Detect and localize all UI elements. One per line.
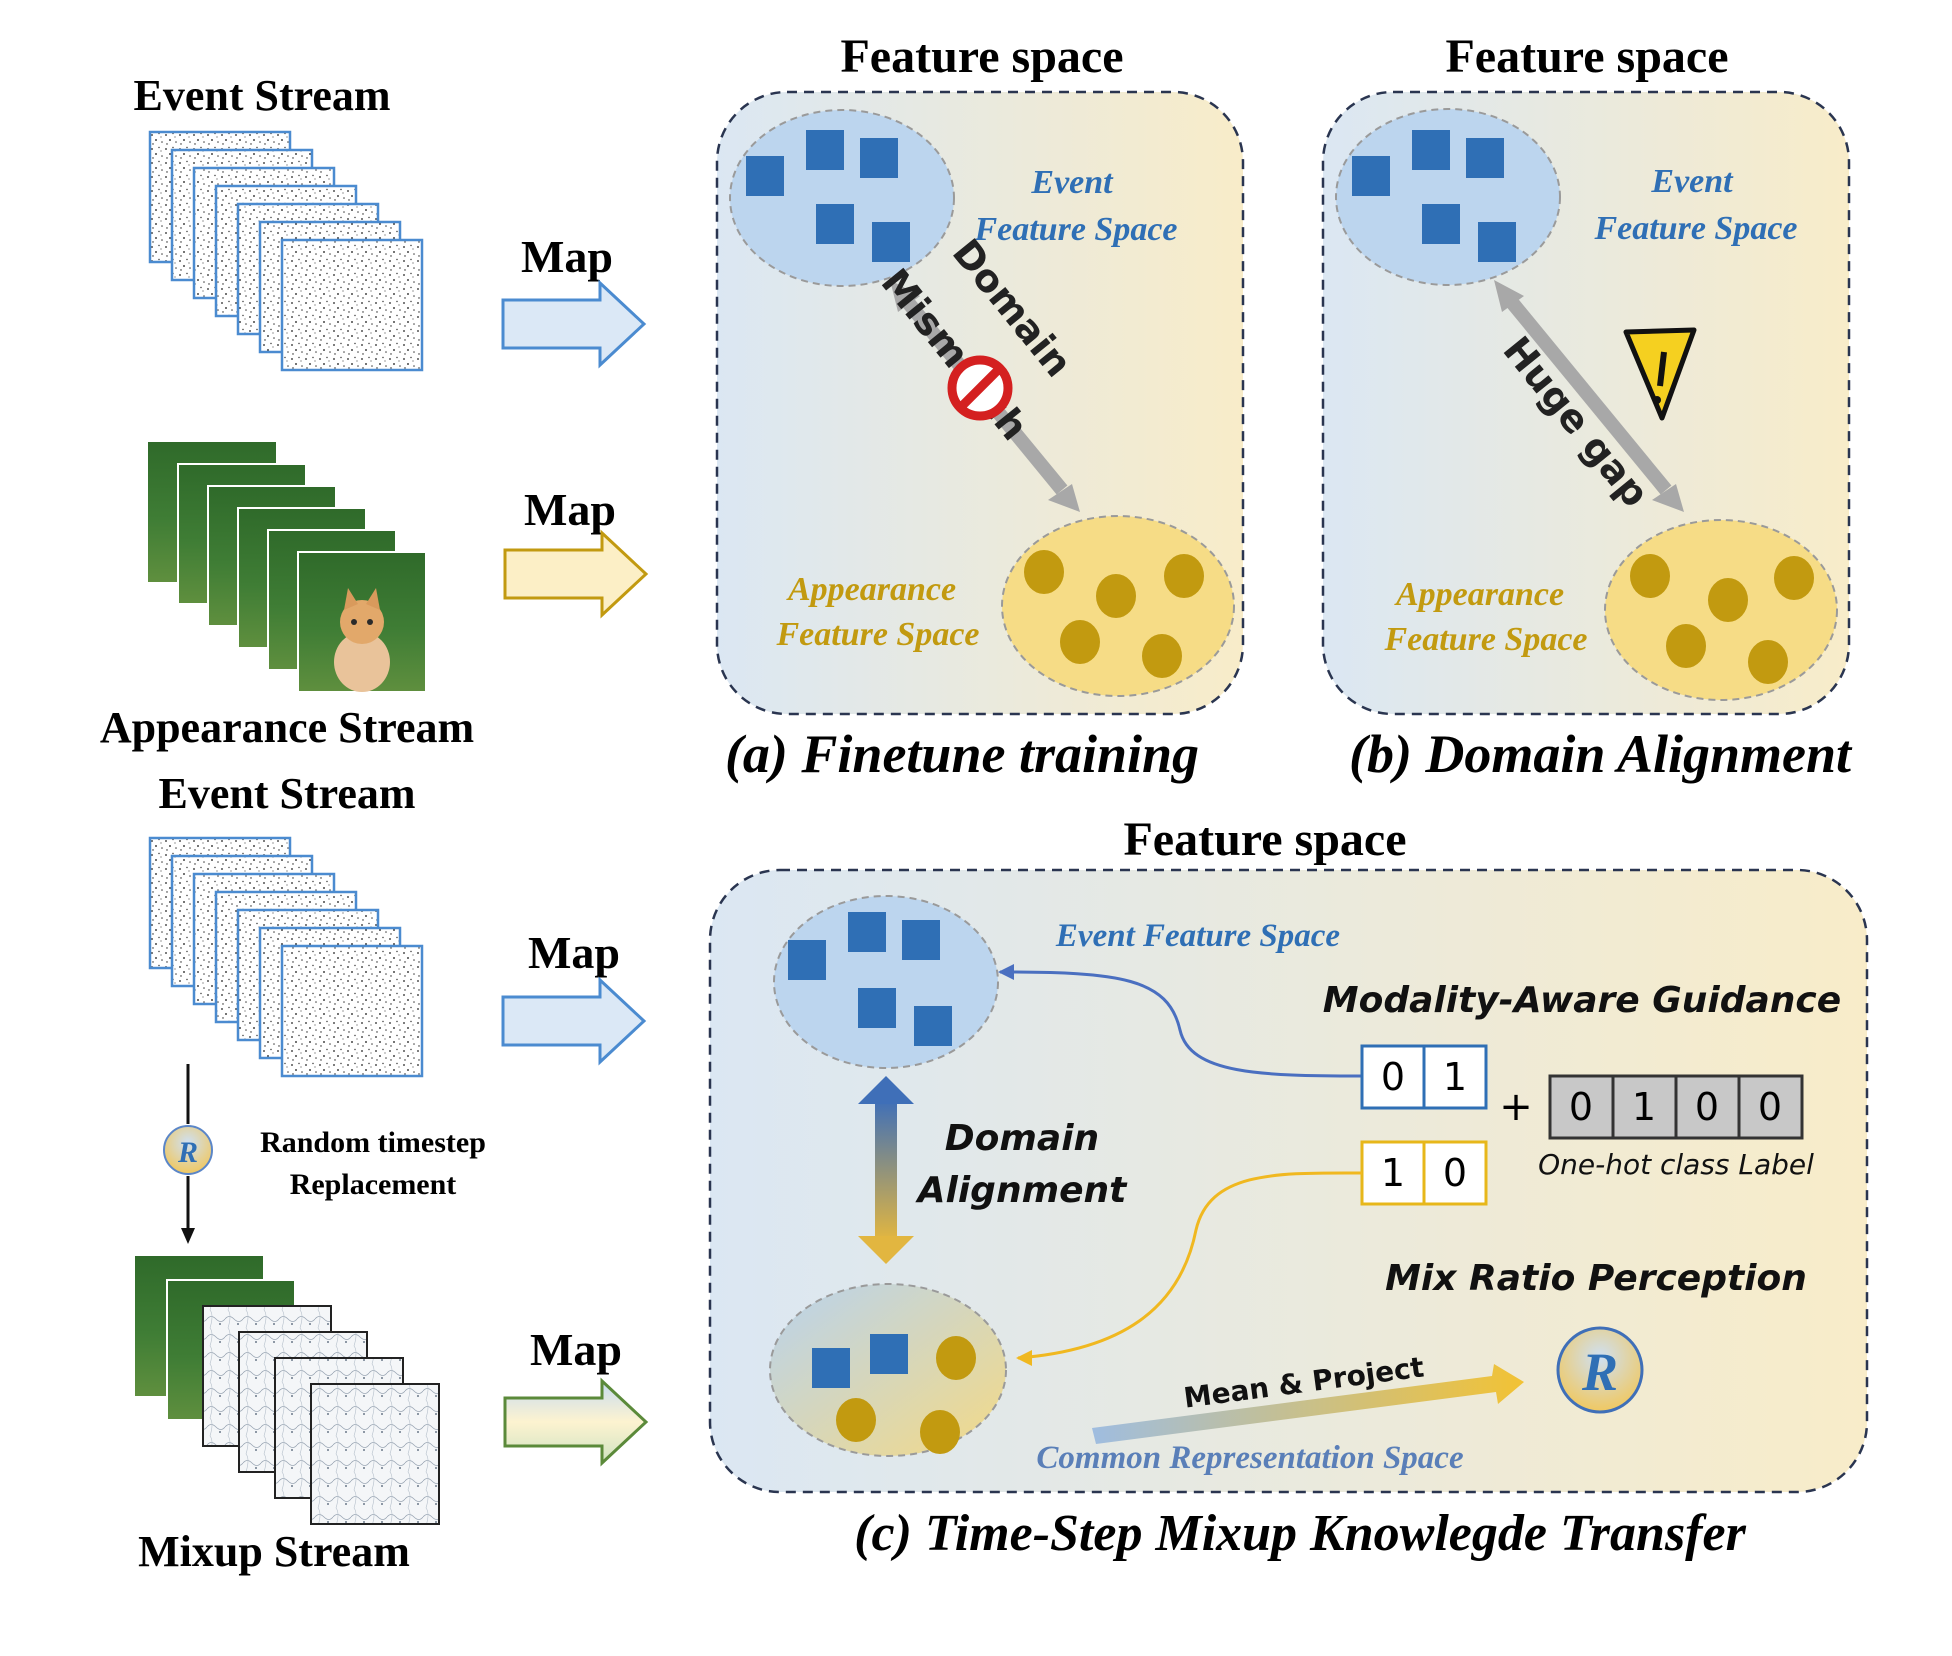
panel-b-appearance-label-2: Feature Space — [1383, 621, 1587, 658]
event-frames-bottom — [148, 836, 424, 1078]
panel-b-header: Feature space — [1445, 30, 1728, 83]
svg-text:0: 0 — [1443, 1151, 1467, 1195]
svg-text:R: R — [177, 1136, 198, 1169]
panel-b-appearance-label-1: Appearance — [1394, 576, 1564, 613]
event-code-box: 0 1 — [1360, 1044, 1488, 1110]
panel-c-header: Feature space — [1123, 813, 1406, 866]
panel-a-header: Feature space — [840, 30, 1123, 83]
kitten-icon — [334, 588, 390, 692]
guidance-event-arrowhead — [998, 964, 1014, 980]
svg-text:1: 1 — [1381, 1151, 1405, 1195]
onehot-class-label: One-hot class Label — [1538, 1148, 1814, 1181]
onehot-label-box: 0 1 0 0 — [1548, 1074, 1804, 1140]
domain-alignment-label-1: Domain — [945, 1118, 1099, 1159]
panel-b-event-label-1: Event — [1650, 163, 1734, 200]
panel-a-event-label-1: Event — [1030, 164, 1114, 201]
panel-b-caption: (b) Domain Alignment — [1349, 724, 1853, 784]
guidance-event-curve — [999, 970, 1363, 1078]
plus-sign: + — [1499, 1084, 1533, 1130]
panel-c-event-squares — [788, 912, 952, 1046]
panel-a-appearance-dots — [1024, 550, 1204, 678]
panel-a-appearance-label-2: Feature Space — [775, 616, 979, 653]
mixup-frames — [135, 1256, 440, 1525]
guidance-common-curve — [1017, 1171, 1363, 1360]
map-label-3: Map — [528, 927, 620, 978]
svg-text:0: 0 — [1758, 1085, 1782, 1129]
svg-text:1: 1 — [1632, 1085, 1656, 1129]
map-arrow-event-top — [501, 279, 647, 369]
map-label-2: Map — [524, 484, 616, 535]
mean-project-arrow — [1092, 1364, 1524, 1444]
guidance-title: Modality-Aware Guidance — [1323, 980, 1841, 1021]
event-stream-title: Event Stream — [133, 71, 390, 120]
mix-ratio-title: Mix Ratio Perception — [1385, 1258, 1807, 1299]
panel-b-event-squares — [1352, 130, 1516, 262]
warning-icon — [1623, 327, 1697, 421]
panel-b-appearance-dots — [1630, 554, 1814, 684]
panel-c-caption: (c) Time-Step Mixup Knowlegde Transfer — [854, 1505, 1746, 1562]
map-arrow-mixup — [503, 1377, 649, 1467]
random-r-icon: R — [163, 1125, 213, 1175]
panel-b-gap-arrow — [1494, 280, 1684, 512]
domain-alignment-label-2: Alignment — [915, 1170, 1128, 1211]
svg-text:0: 0 — [1569, 1085, 1593, 1129]
panel-c-event-label: Event Feature Space — [1055, 918, 1340, 954]
map-label-4: Map — [530, 1324, 622, 1375]
guidance-common-arrowhead — [1016, 1350, 1032, 1366]
random-timestep-label-2: Replacement — [290, 1168, 457, 1201]
common-representation-label: Common Representation Space — [1036, 1440, 1463, 1476]
map-arrow-appearance-top — [503, 529, 649, 619]
panel-a-event-squares — [746, 130, 910, 262]
svg-text:1: 1 — [1443, 1055, 1467, 1099]
panel-a-appearance-label-1: Appearance — [786, 571, 956, 608]
map-arrow-event-bottom — [501, 976, 647, 1066]
event-frames-top — [148, 130, 424, 372]
appearance-frames-top — [148, 442, 427, 693]
svg-text:0: 0 — [1381, 1055, 1405, 1099]
appearance-stream-title: Appearance Stream — [100, 703, 474, 752]
map-label-1: Map — [521, 231, 613, 282]
mix-ratio-r-icon: R — [1556, 1326, 1644, 1414]
stream-down-arrowhead — [181, 1228, 195, 1244]
panel-b-event-label-2: Feature Space — [1593, 210, 1797, 247]
random-timestep-label-1: Random timestep — [260, 1126, 486, 1159]
domain-alignment-arrow — [858, 1076, 914, 1264]
panel-a-event-label-2: Feature Space — [973, 211, 1177, 248]
appearance-code-box: 1 0 — [1360, 1140, 1488, 1206]
panel-a-caption: (a) Finetune training — [725, 724, 1199, 784]
common-mixed-features — [812, 1334, 976, 1454]
svg-text:R: R — [1581, 1342, 1618, 1402]
event-stream-title-bottom: Event Stream — [158, 769, 415, 818]
mixup-stream-title: Mixup Stream — [138, 1527, 410, 1576]
prohibited-icon — [947, 355, 1013, 421]
svg-text:0: 0 — [1695, 1085, 1719, 1129]
